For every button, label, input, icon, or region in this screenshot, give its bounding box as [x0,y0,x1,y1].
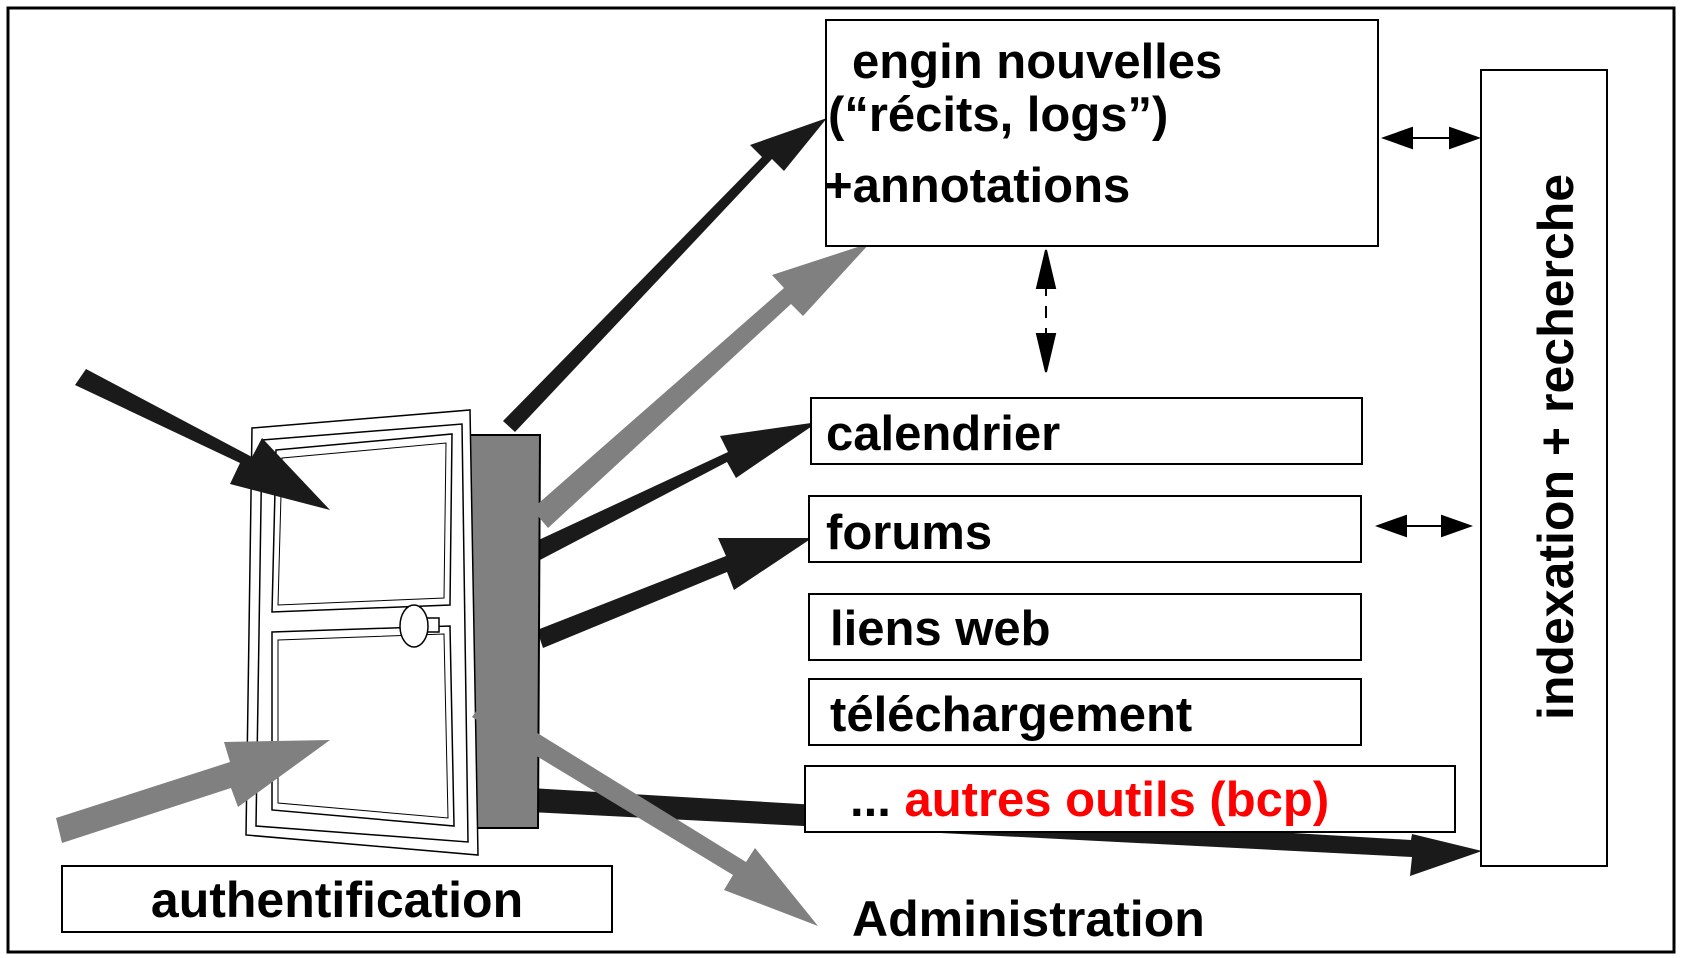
news-engine-line2: (“récits, logs”) [828,88,1168,142]
download-label: téléchargement [830,688,1192,742]
gray-arrow-to-administration [472,700,818,926]
forums-label: forums [826,506,992,560]
gray-arrow-to-news [532,243,870,528]
other-tools-label: ... autres outils (bcp) [850,773,1329,827]
download-box [808,678,1362,746]
arrow-to-forums [537,538,812,648]
calendar-label: calendrier [826,407,1060,461]
authentication-box [61,865,613,933]
forums-indexing-connector [1375,514,1473,538]
indexing-label: indexation + recherche [1528,174,1584,720]
incoming-arrow-bottom [56,740,330,843]
administration-label: Administration [852,891,1205,947]
indexing-box [1480,69,1608,867]
arrow-to-news [503,118,827,432]
news-calendar-connector [1035,249,1057,373]
other-tools-highlight: autres outils (bcp) [904,773,1329,827]
news-engine-box [825,19,1379,247]
other-tools-prefix: ... [850,773,904,827]
news-indexing-connector [1381,126,1481,150]
calendar-box [810,397,1363,465]
forums-box [808,495,1362,563]
other-tools-box [804,765,1456,833]
news-engine-line3: +annotations [824,159,1130,213]
web-links-box [808,593,1362,661]
news-engine-line1: engin nouvelles [852,35,1222,89]
incoming-arrow-top [75,369,330,510]
authentication-label: authentification [151,872,523,928]
arrow-to-calendar [530,422,818,560]
web-links-label: liens web [830,602,1051,656]
